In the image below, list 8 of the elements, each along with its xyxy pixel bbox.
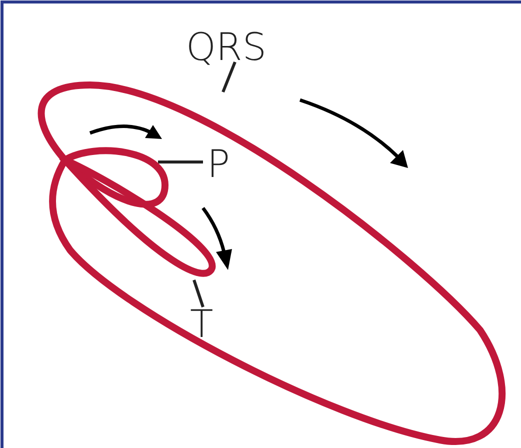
wave-label: T <box>190 305 214 343</box>
leader-line <box>192 280 204 308</box>
p-loop <box>62 147 168 208</box>
leader-line <box>222 61 236 93</box>
qrs-loop <box>38 82 506 445</box>
wave-label: QRS <box>186 28 266 66</box>
wave-label: P <box>207 145 230 183</box>
leader-line <box>158 160 203 164</box>
